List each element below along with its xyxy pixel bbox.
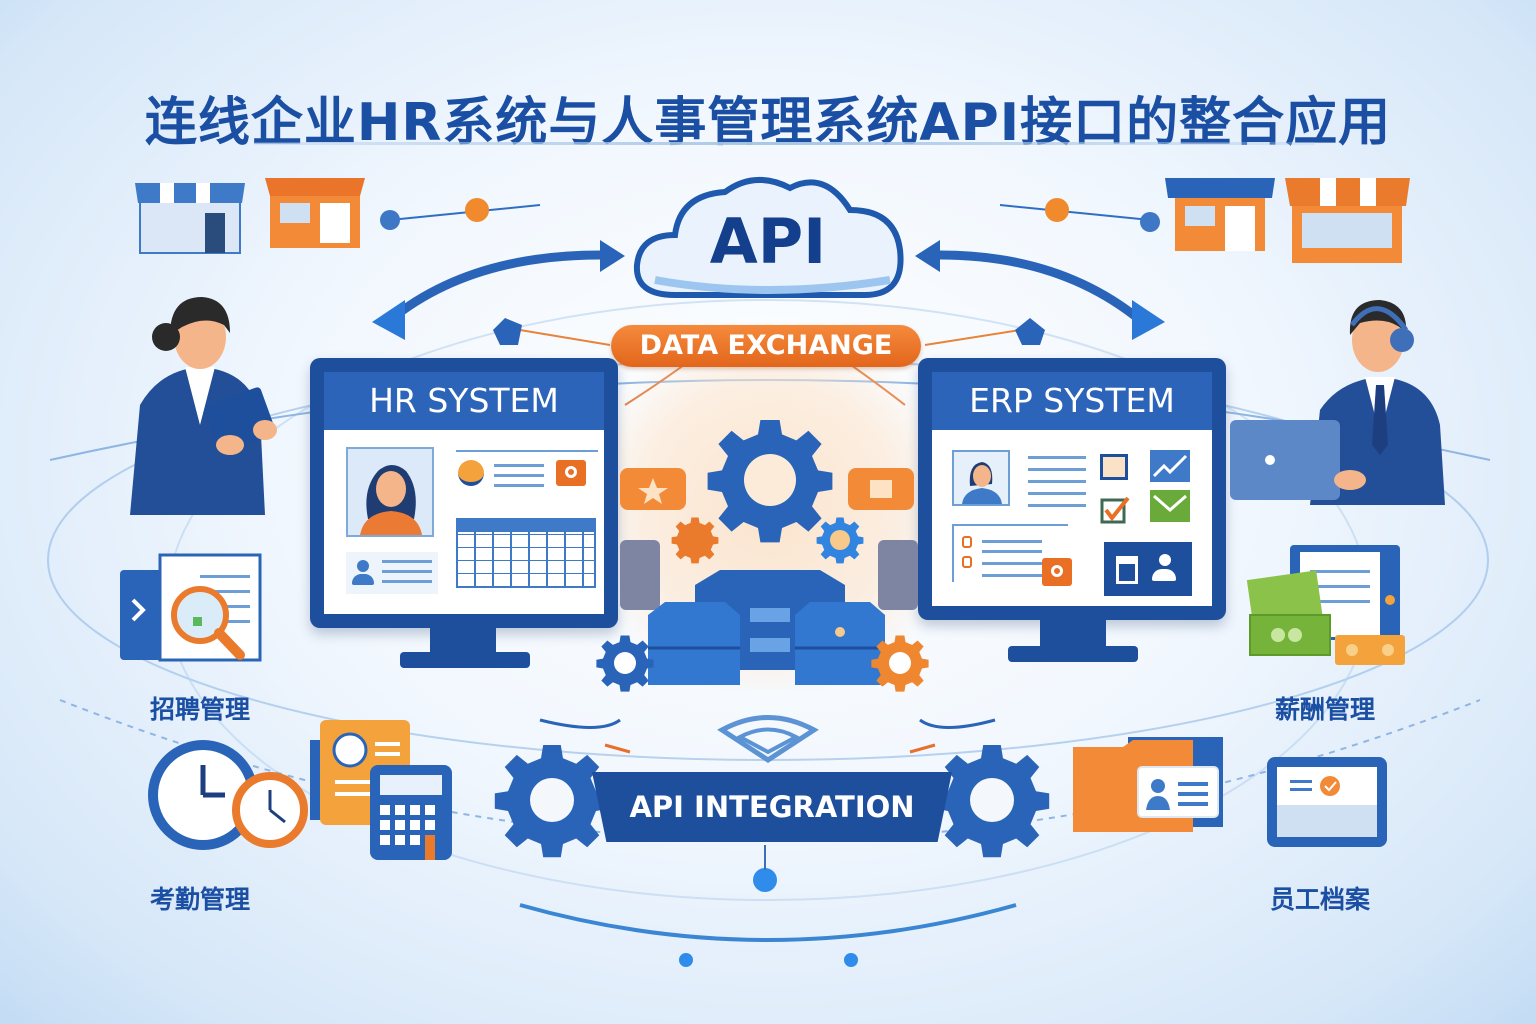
attendance-calculator-icon <box>310 720 452 860</box>
woman-avatar-icon <box>360 465 422 535</box>
recruitment-icon <box>120 553 262 662</box>
mail-icon <box>1150 490 1190 522</box>
hr-monitor-base <box>400 652 530 668</box>
info-card <box>456 450 598 496</box>
api-integration-banner: API INTEGRATION <box>592 772 952 842</box>
camera-icon <box>1042 558 1072 586</box>
hr-monitor-stand <box>430 628 496 654</box>
erp-screen: ERP SYSTEM <box>932 372 1212 606</box>
person-avatar-icon <box>962 462 1002 504</box>
camera-icon <box>556 460 586 486</box>
checkbox-checked-icon <box>1100 496 1130 524</box>
employee-photo <box>952 450 1010 506</box>
erp-system-header: ERP SYSTEM <box>932 372 1212 430</box>
api-cloud-icon <box>633 176 904 298</box>
database-right-icon <box>795 602 885 685</box>
server-right-icon <box>878 540 918 610</box>
data-exchange-badge: DATA EXCHANGE <box>611 325 921 367</box>
api-cloud-label: API <box>709 205 827 278</box>
user-icon <box>352 560 374 586</box>
hr-system-monitor: HR SYSTEM <box>310 358 618 628</box>
module-label-attendance: 考勤管理 <box>149 885 250 914</box>
list-card <box>952 524 1068 582</box>
module-label-employee-records: 员工档案 <box>1269 885 1370 914</box>
title-divider <box>255 142 1315 145</box>
hr-system-header: HR SYSTEM <box>324 372 604 430</box>
shops-right <box>1165 178 1410 263</box>
profile-card <box>346 552 438 594</box>
server-left-icon <box>620 540 660 610</box>
hr-woman-illustration <box>130 297 277 515</box>
headset-icon <box>1390 328 1414 352</box>
user-icon <box>1152 554 1178 584</box>
orange-circle-icon <box>458 460 484 486</box>
lock-icon <box>1116 556 1138 584</box>
attendance-clock-icon <box>148 740 308 850</box>
payroll-icon <box>1246 545 1405 665</box>
erp-monitor-base <box>1008 646 1138 662</box>
chart-trend-icon <box>1150 450 1190 482</box>
user-lock-panel <box>1104 542 1192 596</box>
employee-tablet-icon <box>1267 757 1387 847</box>
module-label-recruitment: 招聘管理 <box>149 695 250 724</box>
employee-photo <box>346 447 434 537</box>
calendar-grid <box>456 518 596 588</box>
shops-left <box>135 178 365 254</box>
erp-monitor-stand <box>1040 620 1106 648</box>
erp-man-illustration <box>1230 300 1445 505</box>
erp-system-monitor: ERP SYSTEM <box>918 358 1226 620</box>
small-orange-gear-icon <box>671 517 719 564</box>
integration-gears <box>494 745 1050 858</box>
employee-folder-icon <box>1073 737 1223 832</box>
center-integration-graphic <box>596 420 929 692</box>
database-left-icon <box>648 602 740 685</box>
clipboard-icon <box>1100 454 1128 480</box>
hr-screen: HR SYSTEM <box>324 372 604 614</box>
module-label-payroll: 薪酬管理 <box>1274 695 1375 724</box>
laptop-icon <box>1230 420 1340 500</box>
